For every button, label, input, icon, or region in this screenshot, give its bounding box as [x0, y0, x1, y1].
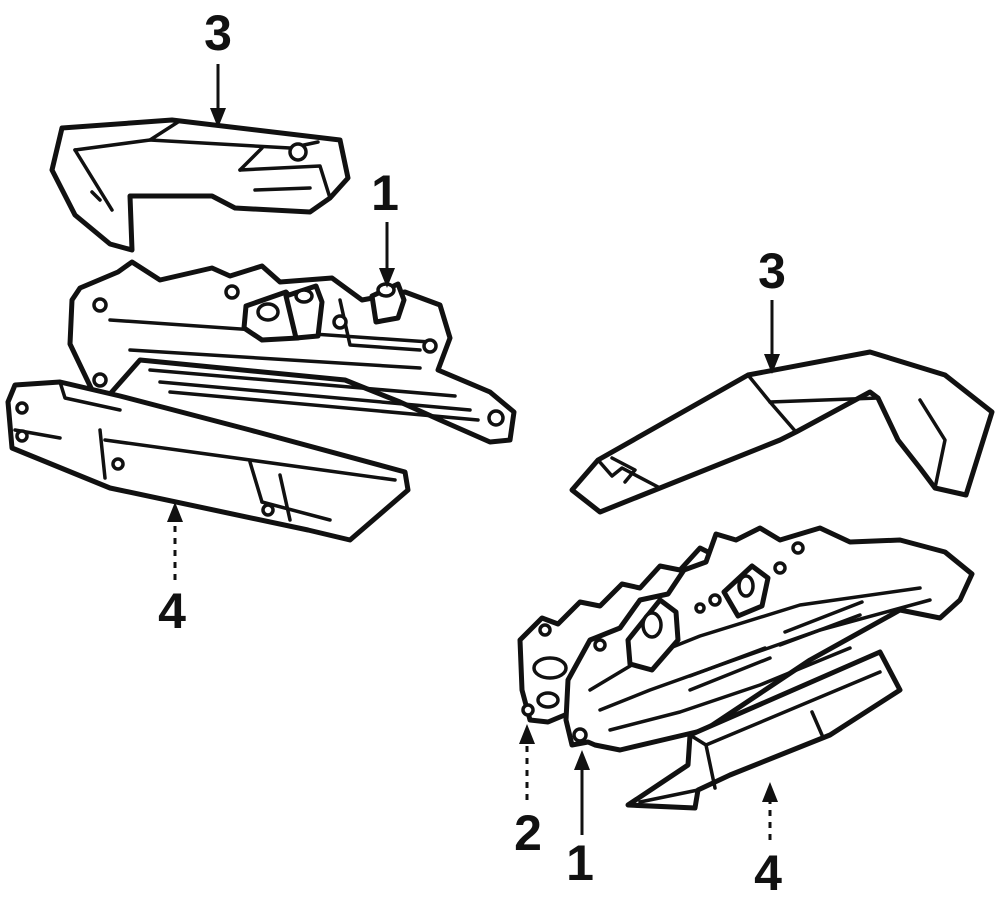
right-heat-shield-upper	[569, 349, 995, 515]
leader-callout-3-left	[210, 64, 226, 128]
leader-callout-1-right	[574, 750, 590, 835]
leader-callout-4-left	[167, 502, 183, 580]
callout-2: 2	[514, 805, 542, 861]
callout-4-right: 4	[754, 845, 782, 899]
right-heat-shield-lower	[625, 649, 903, 811]
left-heat-shield-upper	[49, 117, 351, 253]
left-exhaust-manifold	[67, 259, 517, 445]
callout-4-left: 4	[158, 583, 186, 639]
left-heat-shield-lower	[5, 379, 411, 543]
right-exhaust-manifold	[563, 525, 975, 753]
callout-3-left: 3	[204, 5, 232, 61]
callout-1-left: 1	[371, 165, 399, 221]
leader-callout-1-left	[379, 222, 395, 288]
callout-1-right: 1	[566, 835, 594, 891]
leader-callout-4-right	[762, 782, 778, 840]
leader-callout-2	[519, 724, 535, 800]
leader-callout-3-right	[764, 300, 780, 374]
callout-3-right: 3	[758, 243, 786, 299]
